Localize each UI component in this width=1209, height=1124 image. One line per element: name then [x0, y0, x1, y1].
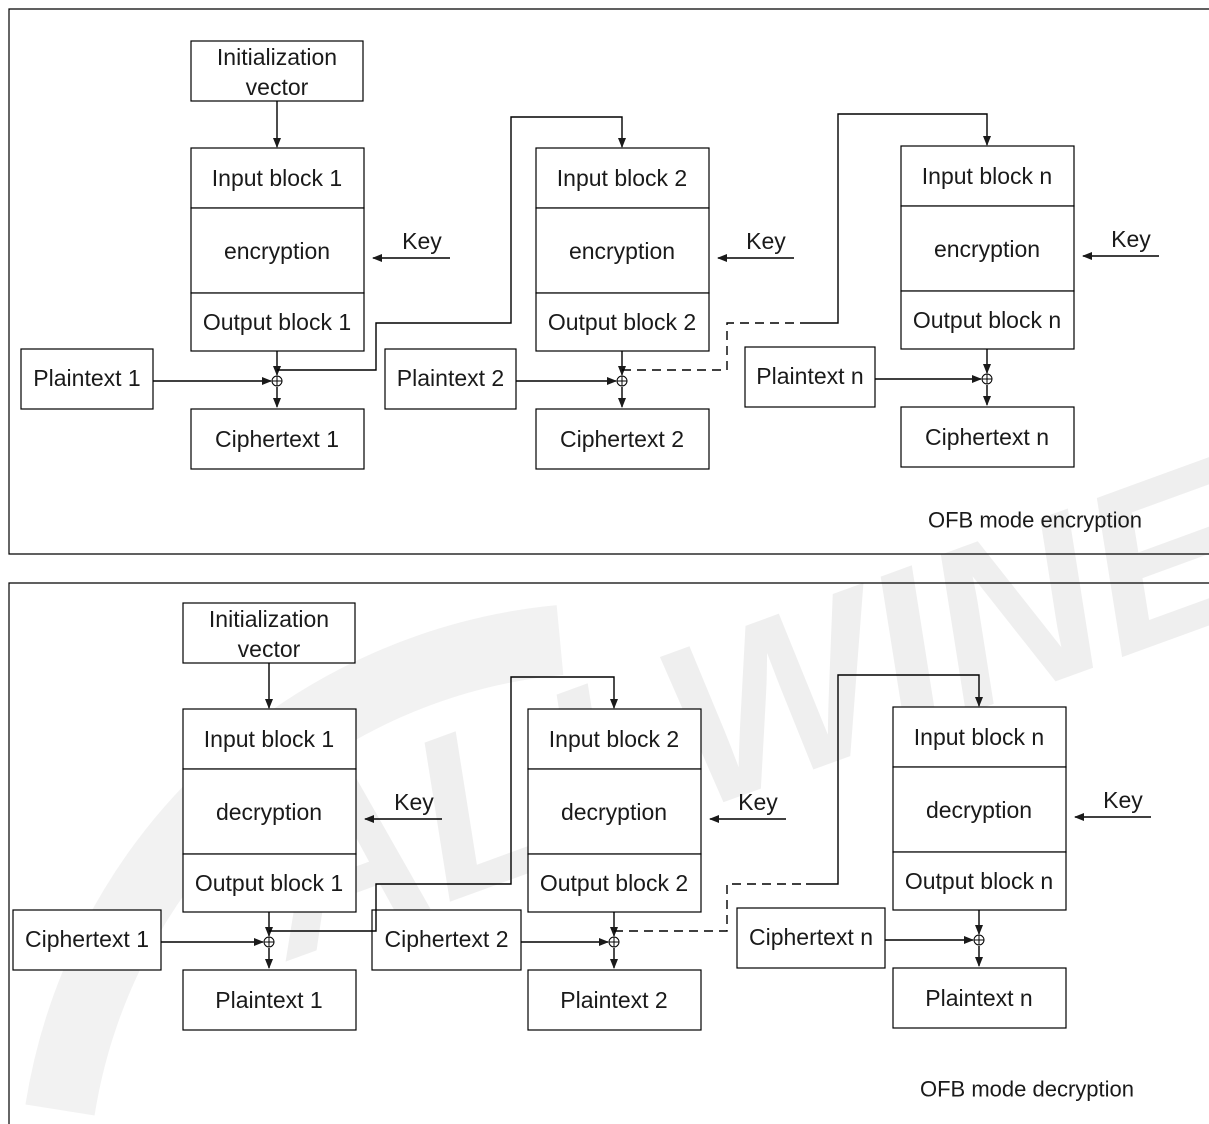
- xor-icon: [271, 375, 283, 387]
- input-block: [892, 706, 1067, 768]
- output-block: [190, 292, 365, 352]
- key-label: Key: [1111, 226, 1151, 252]
- result-box: [892, 967, 1067, 1029]
- input-block: [527, 708, 702, 770]
- result-label: Ciphertext 2: [560, 426, 684, 452]
- source-box: [384, 348, 517, 410]
- source-box: [371, 909, 522, 971]
- cipher-op-label: decryption: [216, 799, 322, 825]
- cipher-op-label: decryption: [926, 797, 1032, 823]
- result-label: Plaintext 2: [560, 987, 667, 1013]
- panel-frame-decryption: [8, 582, 1209, 1124]
- result-box: [190, 408, 365, 470]
- panel-frame-encryption: [8, 8, 1209, 555]
- source-box: [20, 348, 154, 410]
- output-block-label: Output block 1: [195, 870, 343, 896]
- feedback-line-2: [806, 113, 991, 324]
- result-box: [182, 969, 357, 1031]
- iv-box: [182, 602, 356, 664]
- result-box: [535, 408, 710, 470]
- source-label: Ciphertext 2: [384, 926, 508, 952]
- source-label: Ciphertext 1: [25, 926, 149, 952]
- key-label: Key: [402, 228, 442, 254]
- cipher-block: [900, 205, 1075, 292]
- iv-label-line2: vector: [246, 74, 309, 100]
- result-label: Ciphertext n: [925, 424, 1049, 450]
- result-label: Plaintext 1: [215, 987, 322, 1013]
- output-block-label: Output block 2: [540, 870, 688, 896]
- result-label: Plaintext n: [925, 985, 1032, 1011]
- feedback-line-1: [277, 116, 626, 371]
- source-label: Plaintext n: [756, 363, 863, 389]
- cipher-block: [190, 207, 365, 294]
- panel-caption: OFB mode decryption: [920, 1077, 1134, 1102]
- xor-icon: [973, 934, 985, 946]
- input-block-label: Input block 2: [549, 726, 679, 752]
- iv-label-line1: Initialization: [209, 606, 329, 632]
- input-block: [535, 147, 710, 209]
- feedback-line-2-dashed: [614, 883, 806, 932]
- key-label: Key: [394, 789, 434, 815]
- output-block: [535, 292, 710, 352]
- iv-label-line2: vector: [238, 636, 301, 662]
- cipher-block: [182, 768, 357, 855]
- input-block-label: Input block n: [922, 163, 1052, 189]
- output-block-label: Output block n: [905, 868, 1053, 894]
- xor-icon: [263, 936, 275, 948]
- panel-caption: OFB mode encryption: [928, 508, 1142, 533]
- result-box: [900, 406, 1075, 468]
- output-block-label: Output block n: [913, 307, 1061, 333]
- xor-icon: [981, 373, 993, 385]
- cipher-op-label: decryption: [561, 799, 667, 825]
- feedback-line-1: [269, 676, 618, 932]
- input-block-label: Input block 2: [557, 165, 687, 191]
- output-block: [182, 853, 357, 913]
- output-block: [527, 853, 702, 913]
- source-box: [744, 346, 876, 408]
- cipher-op-label: encryption: [934, 236, 1040, 262]
- output-block: [892, 851, 1067, 911]
- key-label: Key: [746, 228, 786, 254]
- input-block-label: Input block 1: [204, 726, 334, 752]
- result-label: Ciphertext 1: [215, 426, 339, 452]
- input-block-label: Input block 1: [212, 165, 342, 191]
- feedback-line-2: [806, 674, 983, 885]
- input-block: [190, 147, 365, 209]
- source-box: [12, 909, 162, 971]
- output-block-label: Output block 2: [548, 309, 696, 335]
- xor-icon: [616, 375, 628, 387]
- cipher-block: [527, 768, 702, 855]
- result-box: [527, 969, 702, 1031]
- xor-icon: [608, 936, 620, 948]
- cipher-op-label: encryption: [569, 238, 675, 264]
- output-block-label: Output block 1: [203, 309, 351, 335]
- feedback-line-2-dashed: [622, 322, 806, 371]
- cipher-op-label: encryption: [224, 238, 330, 264]
- iv-label-line1: Initialization: [217, 44, 337, 70]
- input-block: [182, 708, 357, 770]
- cipher-block: [892, 766, 1067, 853]
- source-label: Ciphertext n: [749, 924, 873, 950]
- source-label: Plaintext 2: [397, 365, 504, 391]
- source-box: [736, 907, 886, 969]
- output-block: [900, 290, 1075, 350]
- input-block-label: Input block n: [914, 724, 1044, 750]
- key-label: Key: [1103, 787, 1143, 813]
- key-label: Key: [738, 789, 778, 815]
- source-label: Plaintext 1: [33, 365, 140, 391]
